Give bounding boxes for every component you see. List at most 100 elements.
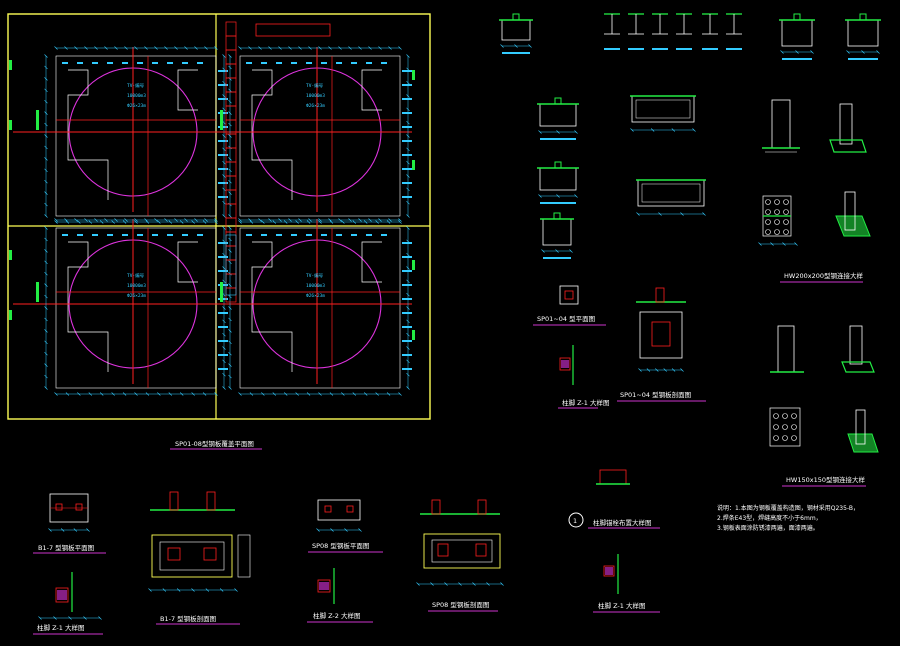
- dimension-tick: [638, 368, 642, 372]
- top-plate-box: [255, 23, 331, 37]
- bolt: [765, 199, 771, 205]
- dimension-tick: [94, 46, 98, 50]
- dimension-tick: [157, 392, 161, 396]
- dimension-tick: [219, 588, 224, 592]
- dimension-tick: [44, 374, 48, 379]
- annotation-text-stub: [197, 62, 203, 64]
- detail-1-title: 柱脚锚栓布置大样图: [593, 518, 652, 527]
- dimension-tick: [386, 392, 391, 396]
- annotation-text-stub: [218, 256, 228, 258]
- section-cap: [554, 97, 562, 105]
- dimension-tick: [44, 145, 48, 150]
- dimension-tick: [228, 88, 232, 92]
- annotation-text-stub: [218, 98, 228, 100]
- dimension-tick: [458, 582, 462, 586]
- dimension-tick: [228, 352, 232, 356]
- dimension-tick: [222, 94, 226, 98]
- detail-drawings: [499, 13, 881, 453]
- bottom-detail-drawings: [38, 469, 630, 620]
- dimension-tick: [44, 168, 48, 172]
- dimension-tick: [44, 317, 48, 322]
- dimension-tick: [780, 50, 784, 54]
- bolt: [783, 219, 789, 225]
- edge-marker: [9, 60, 12, 70]
- dimension-tick: [176, 588, 181, 592]
- bolt: [773, 413, 779, 419]
- tank-label-1: TV-编号 10000m3 Ф26×23m: [127, 82, 146, 109]
- dimension-tick: [306, 220, 311, 224]
- dimension-tick: [378, 46, 382, 50]
- plate-boundary: [177, 69, 198, 111]
- annotation-text-stub: [218, 196, 228, 198]
- dimension-tick: [77, 392, 81, 396]
- col-fill: [57, 590, 67, 600]
- top-section-box-1: [779, 13, 815, 60]
- dimension-tick: [876, 50, 880, 54]
- b1-anchor: [167, 547, 181, 561]
- dimension-tick: [44, 88, 48, 92]
- dimension-tick: [44, 191, 48, 195]
- profile-caption-stub: [628, 48, 644, 50]
- annotation-text-stub: [261, 62, 267, 64]
- dimension-tick: [191, 392, 195, 396]
- annotation-text-stub: [402, 326, 412, 328]
- annotation-text-stub: [122, 234, 128, 236]
- dimension-tick: [44, 180, 48, 184]
- dimension-tick: [228, 237, 232, 242]
- plate-boundary: [361, 69, 382, 111]
- profile-caption-stub: [676, 48, 692, 50]
- dimension-tick: [44, 352, 48, 356]
- annotation-text-stub: [77, 62, 83, 64]
- tank-quadrant-3: [13, 218, 228, 396]
- dimension-tick: [144, 218, 148, 222]
- dimension-tick: [154, 218, 158, 222]
- dimension-tick: [295, 220, 299, 224]
- column-iso: [839, 103, 853, 145]
- dimension-tick: [472, 582, 476, 586]
- dimension-tick: [44, 226, 48, 230]
- dimension-tick: [228, 249, 232, 253]
- dimension-tick: [338, 218, 342, 222]
- dimension-tick: [100, 220, 104, 224]
- dimension-tick: [378, 218, 382, 222]
- dimension-tick: [406, 214, 410, 218]
- dimension-tick: [44, 340, 48, 344]
- annotation-text-stub: [402, 126, 412, 128]
- section-caption-stub: [540, 138, 576, 140]
- section-c: [540, 212, 574, 259]
- annotation-text-stub: [218, 242, 228, 244]
- dimension-tick: [44, 386, 48, 390]
- dimension-tick: [555, 249, 559, 253]
- dimension-tick: [154, 46, 158, 50]
- dimension-tick: [348, 218, 352, 222]
- col-z2: [317, 568, 335, 604]
- dimension-tick: [134, 220, 138, 224]
- dimension-tick: [810, 50, 814, 54]
- annotation-text-stub: [218, 340, 228, 342]
- dimension-tick: [406, 107, 410, 112]
- profile-caption-stub: [604, 48, 620, 50]
- annotation-text-stub: [402, 284, 412, 286]
- dimension-tick: [94, 218, 98, 222]
- dimension-tick: [44, 329, 48, 333]
- section-outline: [781, 19, 813, 47]
- plate-long-2: [636, 179, 706, 216]
- dimension-tick: [341, 220, 345, 224]
- dimension-tick: [298, 218, 302, 222]
- bolt: [765, 229, 771, 235]
- hw150-detail: [769, 325, 879, 453]
- tank-quadrant-2: [197, 46, 412, 224]
- dimension-tick: [134, 392, 138, 396]
- dimension-tick: [238, 218, 242, 222]
- col-fill: [561, 360, 569, 368]
- dimension-tick: [222, 332, 226, 337]
- dimension-tick: [88, 220, 92, 224]
- dimension-tick: [44, 111, 48, 115]
- dimension-tick: [406, 200, 410, 205]
- bolt: [783, 209, 789, 215]
- edge-marker: [412, 70, 415, 80]
- grid-marker: [220, 282, 223, 302]
- annotation-text-stub: [381, 234, 387, 236]
- dimension-tick: [157, 220, 161, 224]
